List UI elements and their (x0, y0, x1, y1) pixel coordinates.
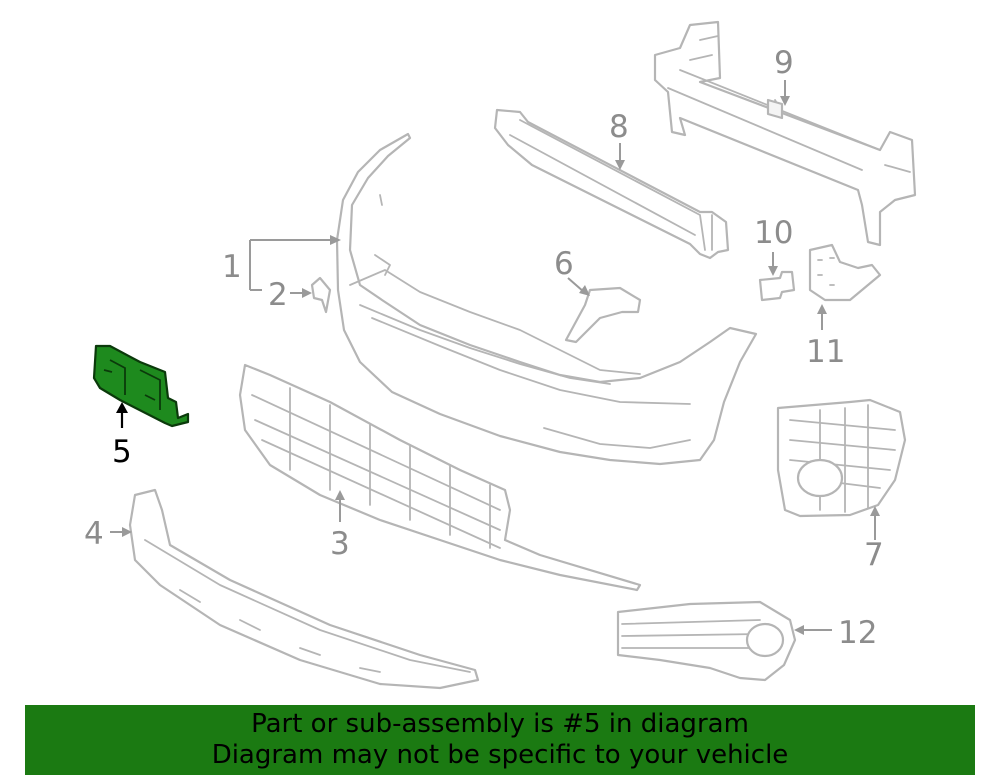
part-9-reinforcement-bar[interactable] (653, 20, 917, 247)
part-2-clip[interactable] (310, 276, 332, 314)
callout-4: 4 (84, 516, 104, 552)
callout-8: 8 (609, 109, 629, 145)
callout-5: 5 (112, 434, 132, 470)
part-7-side-grille[interactable] (776, 398, 907, 518)
callout-3: 3 (330, 526, 350, 562)
part-1-bumper-cover[interactable] (335, 132, 758, 466)
exploded-parts-diagram: 1 2 3 4 5 6 7 8 9 10 11 12 (84, 20, 917, 690)
callout-labels: 1 2 3 4 5 6 7 8 9 10 11 12 (84, 45, 884, 651)
callout-7: 7 (864, 537, 884, 573)
part-11-bracket[interactable] (808, 243, 882, 302)
part-8-energy-absorber[interactable] (493, 108, 730, 260)
part-3-lower-grille[interactable] (238, 363, 642, 592)
callout-10: 10 (754, 215, 793, 251)
callout-6: 6 (554, 246, 574, 282)
part-4-lower-spoiler[interactable] (128, 488, 480, 690)
banner-line-2: Diagram may not be specific to your vehi… (211, 740, 789, 770)
callout-leaders (110, 80, 880, 635)
part-10-sensor[interactable] (758, 270, 796, 302)
callout-1: 1 (222, 249, 242, 285)
callout-12: 12 (838, 615, 877, 651)
banner-line-1: Part or sub-assembly is #5 in diagram (251, 709, 749, 739)
callout-9: 9 (774, 45, 794, 81)
callout-11: 11 (806, 334, 845, 370)
part-12-fog-lamp-bezel[interactable] (616, 600, 797, 682)
part-5-license-plate-bracket[interactable] (92, 344, 190, 428)
notice-banner: Part or sub-assembly is #5 in diagram Di… (25, 705, 975, 775)
part-6-bracket[interactable] (564, 286, 642, 344)
callout-2: 2 (268, 277, 288, 313)
